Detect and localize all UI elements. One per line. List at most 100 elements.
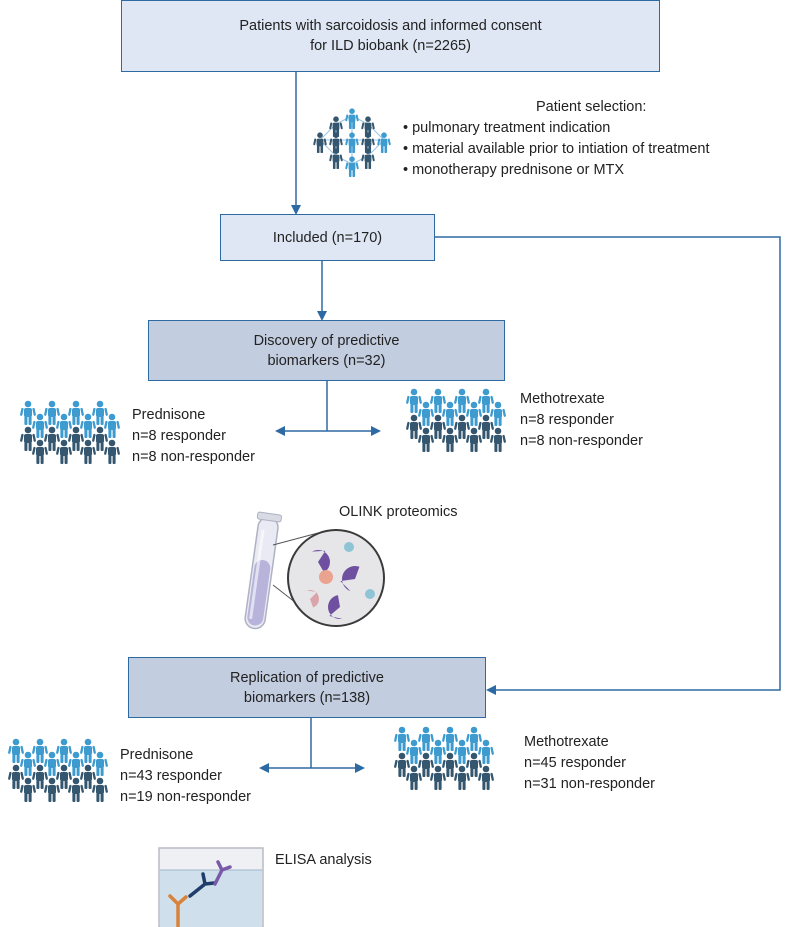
person-icon [20, 777, 36, 802]
person-icon [454, 414, 470, 439]
person-icon [406, 765, 422, 790]
box-biobank-line1: Patients with sarcoidosis and informed c… [239, 18, 542, 34]
person-icon [377, 132, 391, 154]
person-icon [32, 413, 48, 438]
box-included-label: Included (n=170) [272, 229, 383, 246]
person-icon [454, 739, 470, 764]
discovery-mtx-responder: n=8 responder [520, 412, 614, 428]
protein-dot-icon [319, 570, 333, 584]
person-icon [394, 752, 410, 777]
person-icon [466, 726, 482, 751]
person-icon [418, 427, 434, 452]
person-icon [56, 439, 72, 464]
person-icon [394, 726, 410, 751]
person-icon [80, 738, 96, 763]
person-icon [56, 738, 72, 763]
person-icon [104, 413, 120, 438]
person-icon [418, 752, 434, 777]
person-icon [466, 401, 482, 426]
person-icon [430, 765, 446, 790]
discovery-prednisone-name: Prednisone [132, 407, 206, 423]
person-icon [430, 388, 446, 413]
person-icon [44, 751, 60, 776]
person-icon [8, 738, 24, 763]
person-icon [92, 426, 108, 451]
person-icon [92, 400, 108, 425]
person-icon [345, 156, 359, 178]
person-icon [8, 764, 24, 789]
box-replication: Replication of predictive biomarkers (n=… [128, 657, 486, 718]
person-icon [56, 413, 72, 438]
test-tube-icon [244, 511, 283, 630]
person-icon [68, 777, 84, 802]
elisa-label: ELISA analysis [275, 852, 372, 868]
person-icon [32, 764, 48, 789]
person-icon [80, 764, 96, 789]
replication-prednisone-name: Prednisone [120, 747, 194, 763]
box-included: Included (n=170) [220, 214, 435, 261]
discovery-mtx-nonresponder: n=8 non-responder [520, 433, 643, 449]
person-icon [20, 426, 36, 451]
person-icon [466, 752, 482, 777]
protein-pacman-icon [312, 550, 330, 573]
olink-label: OLINK proteomics [339, 504, 458, 520]
person-icon [454, 388, 470, 413]
person-icon [442, 726, 458, 751]
replication-mtx-nonresponder: n=31 non-responder [524, 776, 656, 792]
person-icon [32, 738, 48, 763]
person-icon [430, 414, 446, 439]
person-icon [68, 400, 84, 425]
box-discovery-line1: Discovery of predictive [253, 332, 400, 349]
person-icon [430, 739, 446, 764]
box-replication-line1: Replication of predictive [230, 669, 384, 686]
protein-pacman-icon [328, 595, 343, 619]
box-discovery: Discovery of predictive biomarkers (n=32… [148, 320, 505, 381]
box-biobank-patients: Patients with sarcoidosis and informed c… [121, 0, 660, 72]
replication-prednisone-responder: n=43 responder [120, 768, 222, 784]
person-icon [56, 764, 72, 789]
box-replication-line2: biomarkers (n=138) [243, 689, 371, 706]
antibody-icon [168, 860, 232, 927]
person-icon [478, 414, 494, 439]
person-icon [406, 414, 422, 439]
person-icon [490, 401, 506, 426]
arrow-included-to-replication [435, 236, 781, 695]
person-icon [478, 765, 494, 790]
selection-title: Patient selection: [536, 99, 647, 115]
person-icon [80, 413, 96, 438]
protein-pacman-icon [340, 566, 360, 592]
person-icon [478, 388, 494, 413]
person-icon [478, 739, 494, 764]
person-icon [68, 751, 84, 776]
person-icon [104, 439, 120, 464]
selection-criterion-2: • material available prior to intiation … [403, 141, 710, 157]
zoom-line-top [272, 532, 319, 546]
person-icon [361, 116, 375, 138]
replication-mtx-name: Methotrexate [524, 734, 609, 750]
person-icon [44, 400, 60, 425]
person-icon [68, 426, 84, 451]
person-icon [418, 726, 434, 751]
person-icon [92, 777, 108, 802]
person-icon [490, 427, 506, 452]
discovery-prednisone-responder: n=8 responder [132, 428, 226, 444]
discovery-prednisone-nonresponder: n=8 non-responder [132, 449, 255, 465]
person-icon [92, 751, 108, 776]
person-icon [44, 426, 60, 451]
protein-pacman-icon [306, 590, 319, 608]
selection-criterion-3: • monotherapy prednisone or MTX [403, 162, 625, 178]
person-icon [32, 439, 48, 464]
person-icon [329, 148, 343, 170]
elisa-well-icon [158, 847, 264, 927]
person-icon [345, 132, 359, 154]
person-icon [466, 427, 482, 452]
person-icon [442, 752, 458, 777]
person-icon [406, 388, 422, 413]
person-icon [345, 108, 359, 130]
box-discovery-line2: biomarkers (n=32) [267, 352, 386, 369]
